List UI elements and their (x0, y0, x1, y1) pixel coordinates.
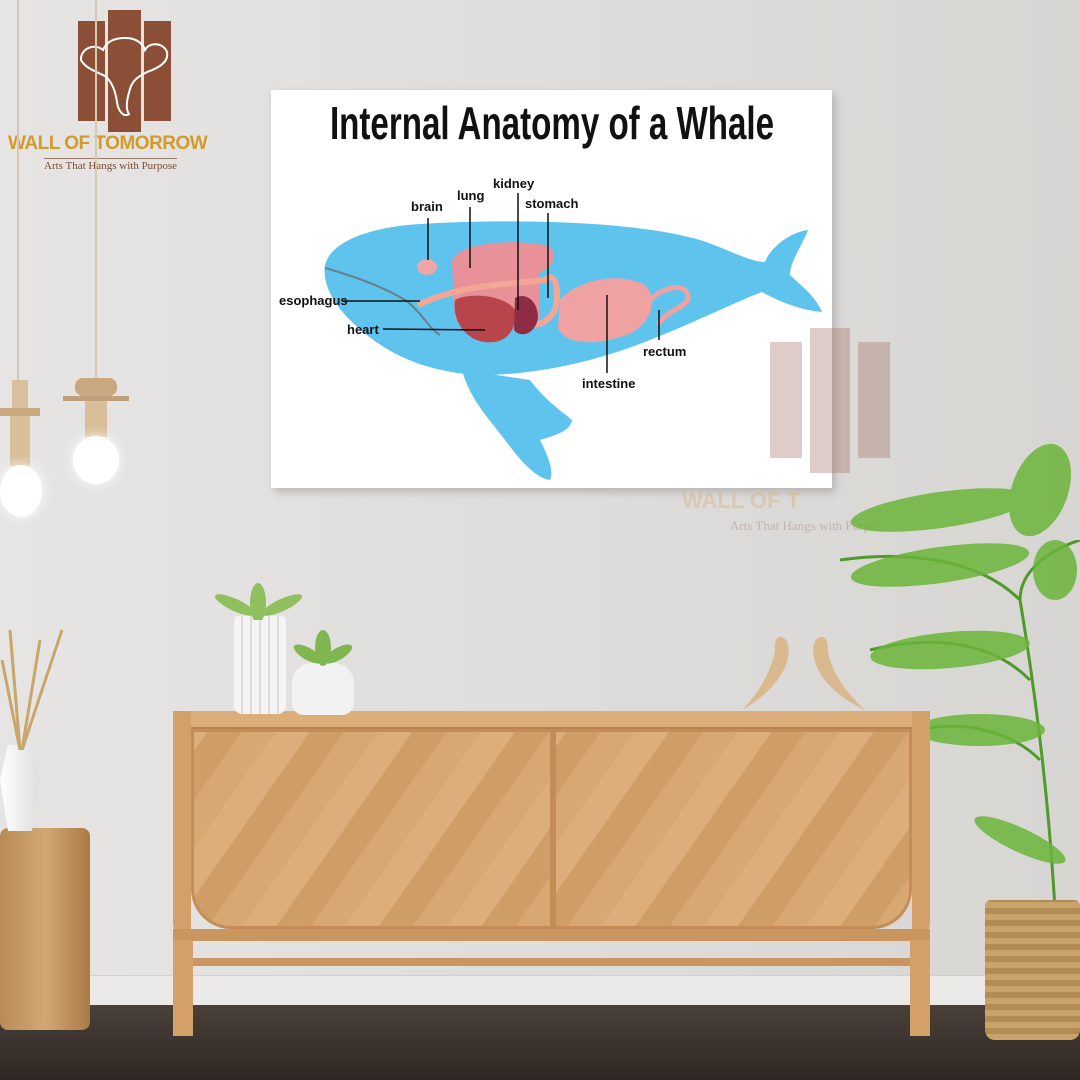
label-lung: lung (457, 188, 485, 203)
mouth-line (324, 267, 441, 336)
tall-white-planter (234, 616, 286, 714)
small-succulent (293, 630, 353, 666)
succulent-plant (214, 583, 303, 620)
pendant-lamp-right (63, 378, 129, 488)
white-vase (0, 745, 40, 831)
whale-body (324, 221, 822, 480)
whale-diagram (324, 193, 822, 480)
pendant-lamp-left (0, 380, 42, 520)
cabinet-leg (910, 940, 930, 1036)
rectum-organ (648, 285, 691, 327)
kidney-organ (514, 296, 538, 335)
brand-name: WALL OF TOMORROW (8, 133, 208, 154)
label-esophagus: esophagus (279, 293, 348, 308)
cabinet-leg (173, 940, 193, 1036)
label-brain: brain (411, 199, 443, 214)
label-heart: heart (347, 322, 379, 337)
label-rectum: rectum (643, 344, 687, 359)
wooden-stool (0, 828, 90, 1030)
label-stomach: stomach (525, 196, 579, 211)
lamp-cord (17, 0, 19, 390)
intestine-organ (558, 278, 652, 343)
cabinet-door-right[interactable] (553, 729, 912, 929)
heart-organ (454, 295, 516, 343)
palm-plant (839, 540, 1080, 911)
wooden-bird-figurines (742, 637, 865, 710)
dried-pampas-grass (0, 629, 64, 750)
wicker-basket (985, 900, 1080, 1040)
label-kidney: kidney (493, 176, 535, 191)
watermark-brand-name: WALL OF T (682, 488, 801, 513)
brand-tagline: Arts That Hangs with Purpose (44, 158, 178, 172)
cabinet-door-left[interactable] (191, 729, 553, 929)
brain-organ (417, 259, 437, 275)
palm-upper-fronds (850, 443, 1072, 537)
cabinet-stretcher (193, 958, 910, 966)
lamp-cord (95, 0, 97, 380)
esophagus-organ (416, 274, 560, 328)
organs (416, 242, 691, 343)
small-white-planter (292, 663, 354, 715)
wooden-sideboard (173, 711, 930, 941)
watermark-tagline: Arts That Hangs with Purpo (730, 518, 877, 533)
label-intestine: intestine (582, 376, 636, 391)
poster-title: Internal Anatomy of a Whale (329, 97, 774, 149)
leader-lines (343, 193, 660, 373)
whale-anatomy-poster: Internal Anatomy of a Whale brain lu (271, 90, 832, 488)
watermark-logo-icon (770, 328, 890, 473)
elephant-logo-icon (78, 10, 171, 132)
